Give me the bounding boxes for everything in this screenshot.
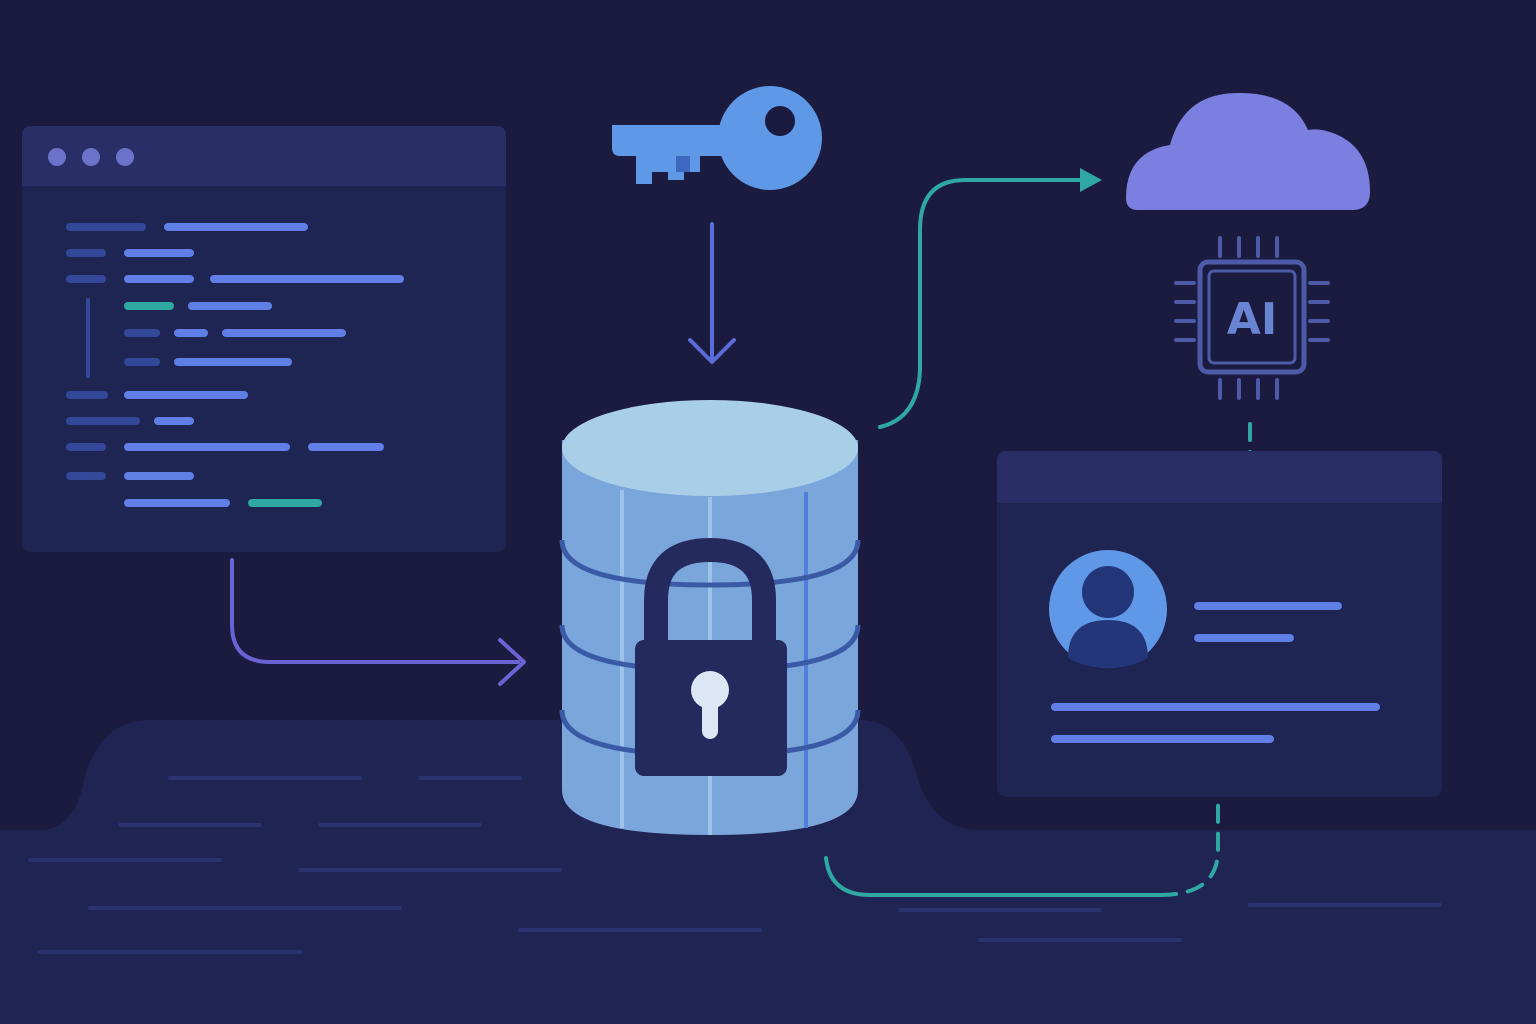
window-dot-2: [82, 148, 100, 166]
code-window-header: [22, 126, 506, 186]
window-dot-3: [116, 148, 134, 166]
ai-chip-icon: AI: [1174, 236, 1330, 400]
code-to-database-arrowhead: [498, 638, 526, 686]
code-lines: [66, 223, 404, 507]
desk-platform: [0, 720, 1536, 1024]
key-to-database-arrowhead: [688, 338, 736, 364]
database-to-profile-connector: [824, 856, 1162, 897]
code-to-database-arrow: [230, 558, 520, 664]
key-icon: [612, 86, 822, 190]
profile-card-window: [997, 451, 1442, 797]
user-avatar-icon: [1049, 550, 1167, 668]
database-to-cloud-arrow: [878, 178, 1087, 429]
database-to-cloud-arrowhead: [1080, 168, 1102, 192]
padlock-icon: [635, 537, 787, 776]
profile-window-header: [997, 451, 1442, 503]
database-to-profile-dashed-connector: [1158, 798, 1220, 897]
code-editor-window: [22, 126, 506, 552]
profile-text-lines: [1051, 602, 1380, 743]
window-dot-1: [48, 148, 66, 166]
desk-lines: [28, 776, 1442, 954]
code-window-body: [22, 126, 506, 552]
ai-chip-label: AI: [1227, 294, 1277, 345]
cloud-icon: [1126, 92, 1370, 210]
